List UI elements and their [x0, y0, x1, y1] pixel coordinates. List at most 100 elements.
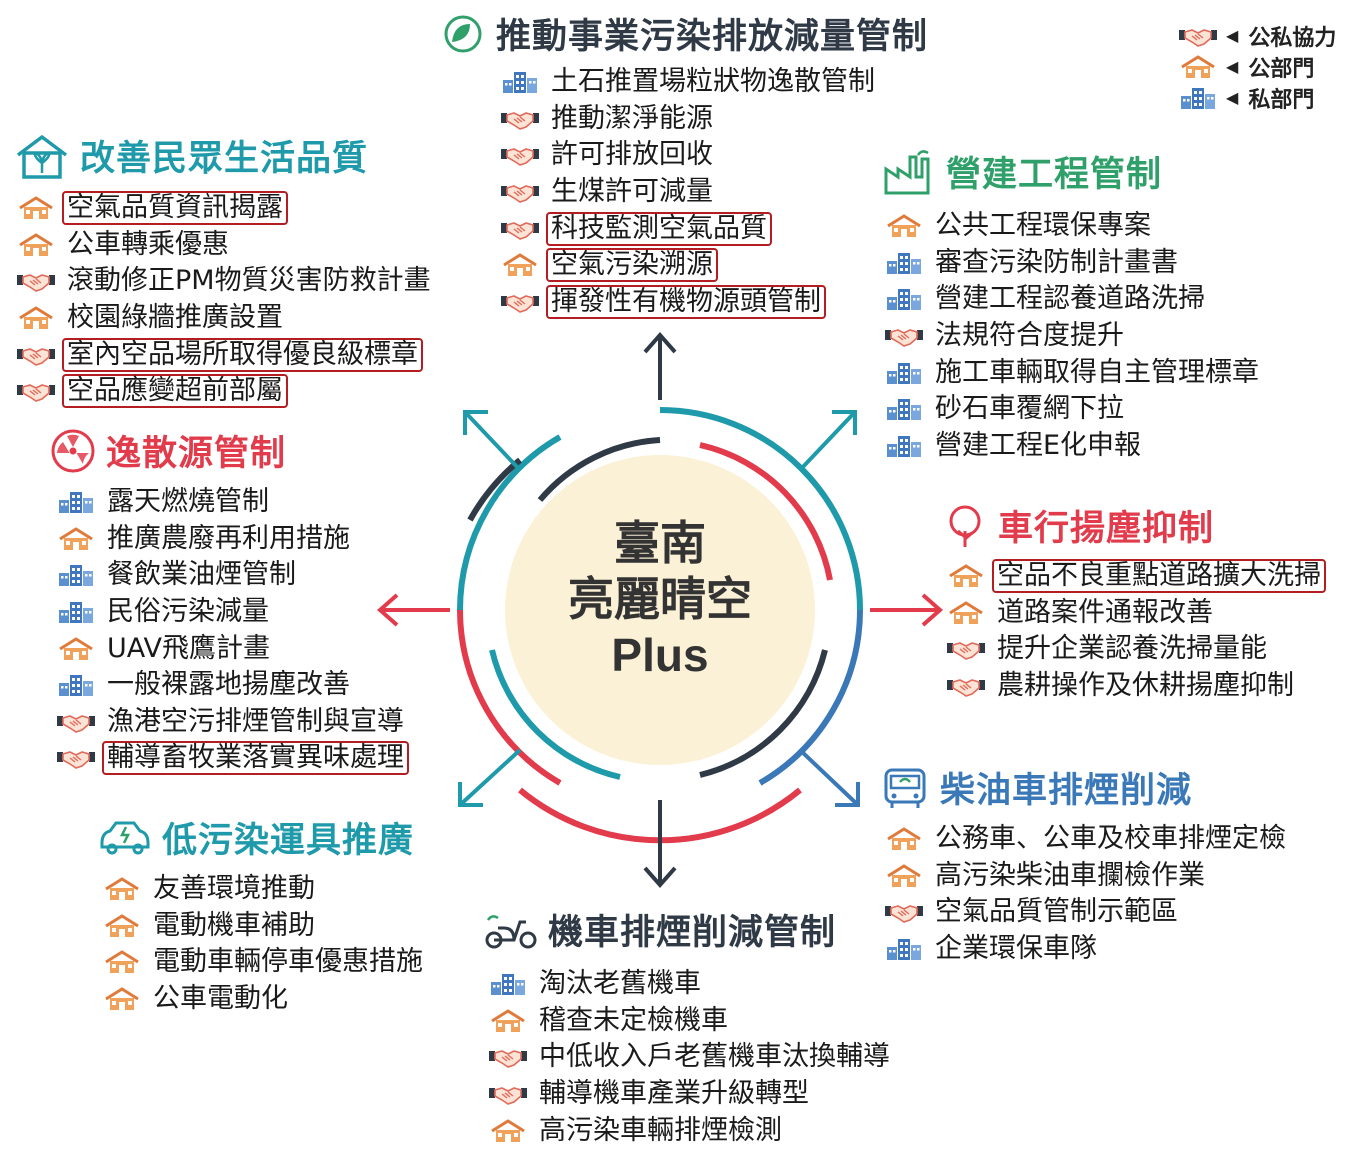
- house-icon: [56, 527, 96, 551]
- handshake-icon: [946, 637, 986, 661]
- highlighted-item-text: 空氣品質資訊揭露: [62, 191, 288, 226]
- handshake-icon: [946, 674, 986, 698]
- item-text: 企業環保車隊: [935, 933, 1097, 965]
- list-item: 空品不良重點道路擴大洗掃: [946, 558, 1326, 595]
- list-item: 許可排放回收: [500, 137, 880, 174]
- list-item: 揮發性有機物源頭管制: [500, 284, 880, 321]
- arrow-left: [376, 593, 450, 627]
- item-text: UAV飛鷹計畫: [107, 632, 270, 664]
- inner-arc-teal: [489, 649, 621, 780]
- arrow-down: [643, 800, 677, 889]
- item-text: 空氣品質管制示範區: [935, 896, 1178, 928]
- house-icon: [500, 253, 540, 277]
- legend-label: 公部門: [1248, 56, 1315, 82]
- section-title-life: 改善民眾生活品質: [14, 130, 368, 188]
- list-item: 提升企業認養洗掃量能: [946, 631, 1326, 668]
- item-text: 稽查未定檢機車: [539, 1004, 728, 1036]
- section-title-motorcycle: 機車排煙削減管制: [484, 904, 836, 959]
- item-text: 高污染柴油車攔檢作業: [935, 859, 1205, 891]
- scooter-icon: [484, 910, 538, 959]
- list-lowpollution: 友善環境推動電動機車補助電動車輛停車優惠措施公車電動化: [102, 871, 428, 1017]
- house-icon: [102, 877, 142, 901]
- item-text: 推動潔淨能源: [551, 102, 713, 134]
- list-item: 餐飲業油煙管制: [56, 557, 409, 594]
- handshake-icon: [488, 1045, 528, 1069]
- list-item: 公車電動化: [102, 981, 428, 1018]
- item-text: 砂石車覆網下拉: [935, 393, 1124, 425]
- list-item: 營建工程E化申報: [884, 428, 1264, 465]
- list-item: 空氣品質管制示範區: [884, 894, 1291, 931]
- list-item: 施工車輛取得自主管理標章: [884, 354, 1264, 391]
- list-item: 輔導畜牧業落實異味處理: [56, 740, 409, 777]
- item-text: 滾動修正PM物質災害防救計畫: [67, 265, 431, 297]
- item-text: 公車電動化: [153, 983, 288, 1015]
- building-icon: [1178, 86, 1218, 110]
- handshake-icon: [16, 269, 56, 293]
- handshake-icon: [500, 107, 540, 131]
- highlighted-item-text: 揮發性有機物源頭管制: [546, 284, 826, 319]
- center-line3: Plus: [611, 629, 709, 681]
- tree-icon: [942, 503, 988, 558]
- arrow-downright: [798, 748, 860, 807]
- handshake-icon: [884, 900, 924, 924]
- house-icon: [102, 987, 142, 1011]
- highlighted-item-text: 科技監測空氣品質: [546, 211, 772, 246]
- arrow-up: [643, 331, 677, 400]
- house-icon: [102, 914, 142, 938]
- section-motorcycle-title-text: 機車排煙削減管制: [548, 913, 837, 953]
- building-icon: [884, 361, 924, 385]
- house-icon: [1178, 54, 1218, 79]
- outer-arc-teal-2: [457, 434, 562, 611]
- handshake-icon: [884, 324, 924, 348]
- list-dust: 空品不良重點道路擴大洗掃道路案件通報改善提升企業認養洗掃量能農耕操作及休耕揚塵抑…: [946, 558, 1326, 704]
- inner-arc-dark-3: [467, 457, 522, 522]
- building-icon: [884, 251, 924, 275]
- list-item: 一般裸露地揚塵改善: [56, 667, 409, 704]
- building-icon: [56, 490, 96, 514]
- list-item: 公車轉乘優惠: [16, 227, 436, 264]
- outer-arc-red: [457, 609, 562, 786]
- house-icon: [946, 601, 986, 625]
- item-text: 民俗污染減量: [107, 596, 269, 628]
- house-icon: [16, 306, 56, 330]
- highlighted-item-text: 空品應變超前部屬: [62, 374, 288, 409]
- building-icon: [488, 972, 528, 996]
- item-text: 公務車、公車及校車排煙定檢: [935, 823, 1286, 855]
- bus-icon: [880, 764, 930, 821]
- factory-icon: [882, 149, 936, 204]
- handshake-icon: [500, 217, 540, 241]
- list-item: 推廣農廢再利用措施: [56, 521, 409, 558]
- outer-arc-blue: [758, 609, 863, 786]
- house-icon: [488, 1118, 528, 1143]
- handshake-icon: [16, 343, 56, 367]
- list-item: 審查污染防制計畫書: [884, 245, 1264, 282]
- list-life: 空氣品質資訊揭露公車轉乘優惠滾動修正PM物質災害防救計畫校園綠牆推廣設置室內空品…: [16, 190, 436, 410]
- item-text: 餐飲業油煙管制: [107, 559, 296, 591]
- building-icon: [884, 397, 924, 421]
- building-icon: [884, 434, 924, 458]
- list-item: 電動機車補助: [102, 908, 428, 945]
- list-top: 土石推置場粒狀物逸散管制推動潔淨能源許可排放回收生煤許可減量科技監測空氣品質空氣…: [500, 64, 880, 320]
- building-icon: [56, 600, 96, 624]
- legend-item: ◀公私協力: [1178, 20, 1336, 51]
- list-item: 室內空品場所取得優良級標章: [16, 336, 436, 373]
- item-text: 土石推置場粒狀物逸散管制: [551, 66, 875, 98]
- item-text: 中低收入戶老舊機車汰換輔導: [539, 1041, 890, 1073]
- item-text: 法規符合度提升: [935, 320, 1124, 352]
- section-fugitive-title-text: 逸散源管制: [106, 434, 287, 474]
- list-motorcycle: 淘汰老舊機車稽查未定檢機車中低收入戶老舊機車汰換輔導輔導機車產業升級轉型高污染車…: [488, 966, 895, 1149]
- handshake-icon: [500, 143, 540, 167]
- list-item: 民俗污染減量: [56, 594, 409, 631]
- highlighted-item-text: 輔導畜牧業落實異味處理: [102, 741, 409, 776]
- arrow-upleft: [463, 410, 522, 472]
- center-line1: 臺南: [614, 516, 706, 570]
- item-text: 推廣農廢再利用措施: [107, 522, 350, 554]
- list-item: 推動潔淨能源: [500, 101, 880, 138]
- item-text: 輔導機車產業升級轉型: [539, 1078, 809, 1110]
- item-text: 農耕操作及休耕揚塵抑制: [997, 670, 1294, 702]
- inner-arc-dark: [537, 437, 661, 502]
- triangle-left-icon: ◀: [1226, 57, 1239, 76]
- highlighted-item-text: 空氣污染溯源: [546, 248, 718, 283]
- item-text: 許可排放回收: [551, 139, 713, 171]
